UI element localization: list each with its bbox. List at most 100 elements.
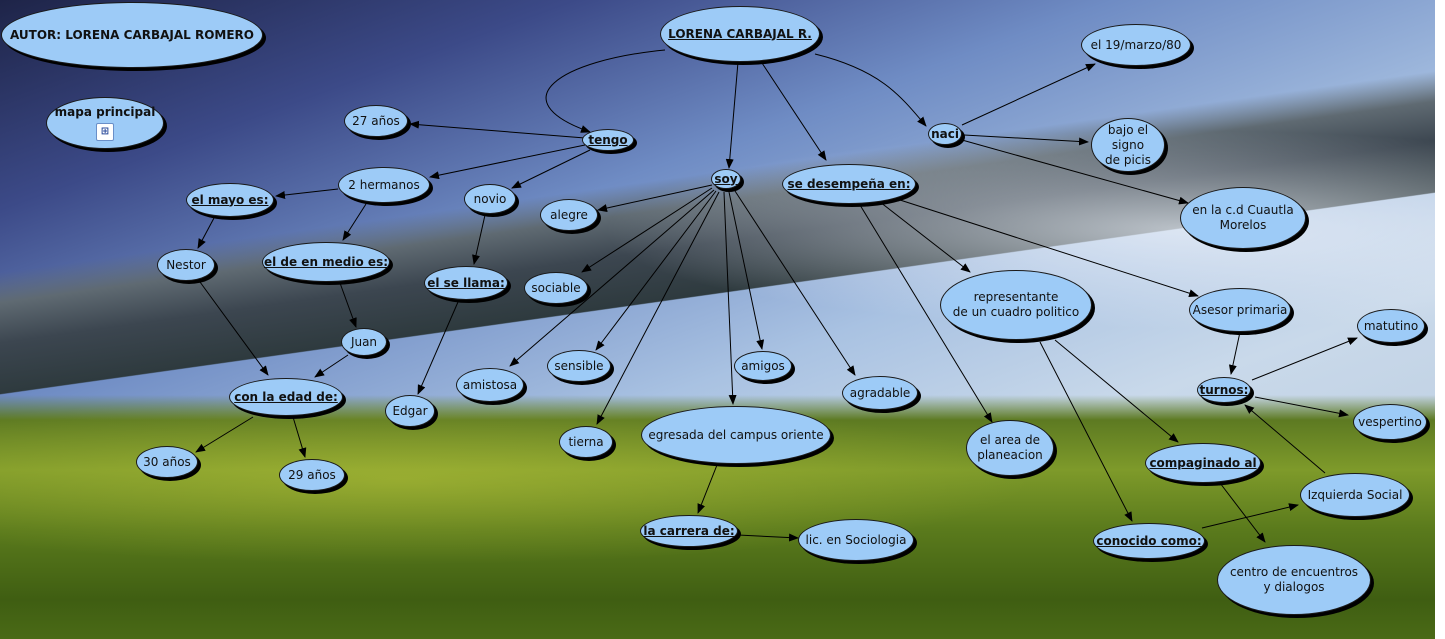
concept-label: compaginado al [1149, 455, 1257, 470]
concept-node-mayo[interactable]: el mayo es: [186, 183, 274, 217]
concept-label: 29 años [288, 467, 336, 482]
concept-label: Izquierda Social [1307, 487, 1403, 502]
concept-node-juan[interactable]: Juan [341, 328, 387, 356]
concept-node-vespertino[interactable]: vespertino [1353, 404, 1427, 440]
concept-node-centro[interactable]: centro de encuentros y dialogos [1217, 545, 1371, 615]
concept-label: lic. en Sociologia [805, 532, 907, 547]
concept-label: se desempeña en: [787, 176, 911, 191]
concept-label: AUTOR: LORENA CARBAJAL ROMERO [10, 27, 254, 42]
link-arrow [509, 189, 715, 367]
link-arrow [859, 204, 993, 423]
link-arrow [417, 301, 459, 395]
link-arrow [697, 464, 718, 514]
concept-node-naci[interactable]: naci [928, 123, 962, 145]
concept-label: el se llama: [427, 275, 505, 290]
concept-node-hermanos[interactable]: 2 hermanos [338, 167, 430, 203]
concept-node-fecha[interactable]: el 19/marzo/80 [1081, 24, 1191, 66]
concept-node-compaginado[interactable]: compaginado al [1145, 443, 1261, 483]
link-arrow [1039, 341, 1133, 522]
concept-node-sensible[interactable]: sensible [547, 350, 611, 382]
concept-node-nestor[interactable]: Nestor [157, 249, 215, 281]
link-arrow [197, 217, 215, 249]
concept-node-autor[interactable]: AUTOR: LORENA CARBAJAL ROMERO [1, 2, 263, 68]
concept-node-amistosa[interactable]: amistosa [456, 368, 524, 402]
concept-label: Juan [350, 334, 378, 349]
link-arrow [314, 354, 349, 378]
concept-label: alegre [550, 207, 588, 222]
concept-node-edad27[interactable]: 27 años [344, 105, 408, 137]
concept-label: bajo el signo de picis [1105, 122, 1151, 167]
concept-label: 27 años [352, 113, 400, 128]
link-arrow [595, 190, 717, 351]
concept-node-egresada[interactable]: egresada del campus oriente [641, 406, 831, 464]
link-arrow [1254, 396, 1349, 418]
concept-node-signo[interactable]: bajo el signo de picis [1091, 118, 1165, 172]
concept-node-lorena[interactable]: LORENA CARBAJAL R. [660, 6, 820, 62]
concept-label: con la edad de: [234, 389, 338, 404]
link-arrow [429, 144, 586, 180]
link-arrow [597, 184, 713, 212]
link-arrow [1251, 337, 1358, 381]
concept-label: el 19/marzo/80 [1090, 37, 1182, 52]
concept-label: conocido como: [1096, 533, 1202, 548]
concept-node-turnos[interactable]: turnos: [1197, 377, 1251, 403]
link-arrow [1228, 331, 1241, 375]
concept-node-izquierda[interactable]: Izquierda Social [1300, 473, 1410, 517]
concept-node-desempena[interactable]: se desempeña en: [782, 164, 916, 204]
concept-node-edad29[interactable]: 29 años [279, 459, 345, 491]
concept-label: el area de planeacion [977, 433, 1043, 462]
concept-node-carrera[interactable]: la carrera de: [640, 515, 738, 547]
link-arrow [899, 199, 1199, 298]
concept-node-medio[interactable]: el de en medio es: [262, 242, 390, 282]
concept-label: tierna [568, 434, 604, 449]
link-arrow [728, 191, 765, 350]
concept-label: en la c.d Cuautla Morelos [1192, 203, 1294, 232]
link-arrow [195, 416, 254, 453]
link-arrow [342, 203, 367, 241]
cmap-link-icon[interactable]: ⊞ [96, 123, 114, 141]
link-arrow [963, 134, 1089, 146]
concept-label: 2 hermanos [348, 177, 420, 192]
concept-node-lic[interactable]: lic. en Sociologia [798, 519, 914, 561]
concept-node-tierna[interactable]: tierna [559, 426, 613, 458]
concept-label: Asesor primaria [1192, 302, 1288, 317]
concept-node-mapa[interactable]: mapa principal ⊞ [46, 97, 164, 149]
link-arrow [723, 191, 737, 405]
concept-label: vespertino [1358, 414, 1422, 429]
concept-node-representante[interactable]: representante de un cuadro politico [940, 270, 1092, 340]
concept-node-soy[interactable]: soy [711, 169, 741, 189]
concept-node-matutino[interactable]: matutino [1357, 309, 1425, 343]
link-arrow [1201, 503, 1299, 529]
link-arrow [596, 191, 720, 425]
concept-label: matutino [1363, 318, 1419, 333]
link-arrow [472, 214, 486, 265]
concept-node-tengo[interactable]: tengo [582, 129, 634, 151]
concept-node-agradable[interactable]: agradable [842, 376, 918, 410]
link-arrow [1054, 339, 1179, 443]
concept-label: soy [714, 171, 738, 186]
concept-node-asesor[interactable]: Asesor primaria [1189, 288, 1291, 332]
concept-label: turnos: [1199, 382, 1249, 397]
concept-node-alegre[interactable]: alegre [540, 199, 598, 231]
concept-node-sellama[interactable]: el se llama: [424, 266, 508, 300]
concept-node-edad30[interactable]: 30 años [136, 446, 198, 478]
link-arrow [275, 188, 339, 199]
concept-node-novio[interactable]: novio [464, 184, 516, 214]
link-arrow [292, 416, 307, 458]
concept-node-area[interactable]: el area de planeacion [966, 420, 1054, 476]
concept-node-amigos[interactable]: amigos [734, 351, 792, 381]
concept-label: mapa principal [54, 105, 156, 119]
concept-label: LORENA CARBAJAL R. [668, 26, 812, 41]
concept-node-conocido[interactable]: conocido como: [1093, 523, 1205, 559]
concept-node-cuautla[interactable]: en la c.d Cuautla Morelos [1180, 187, 1306, 249]
link-arrow [511, 149, 591, 189]
concept-node-conedad[interactable]: con la edad de: [229, 378, 343, 416]
link-arrow [581, 187, 713, 273]
concept-node-edgar[interactable]: Edgar [385, 395, 435, 427]
concept-label: agradable [849, 385, 911, 400]
concept-label: centro de encuentros y dialogos [1229, 565, 1359, 594]
concept-label: la carrera de: [643, 523, 735, 538]
concept-label: sociable [531, 280, 581, 295]
concept-node-sociable[interactable]: sociable [524, 272, 588, 304]
